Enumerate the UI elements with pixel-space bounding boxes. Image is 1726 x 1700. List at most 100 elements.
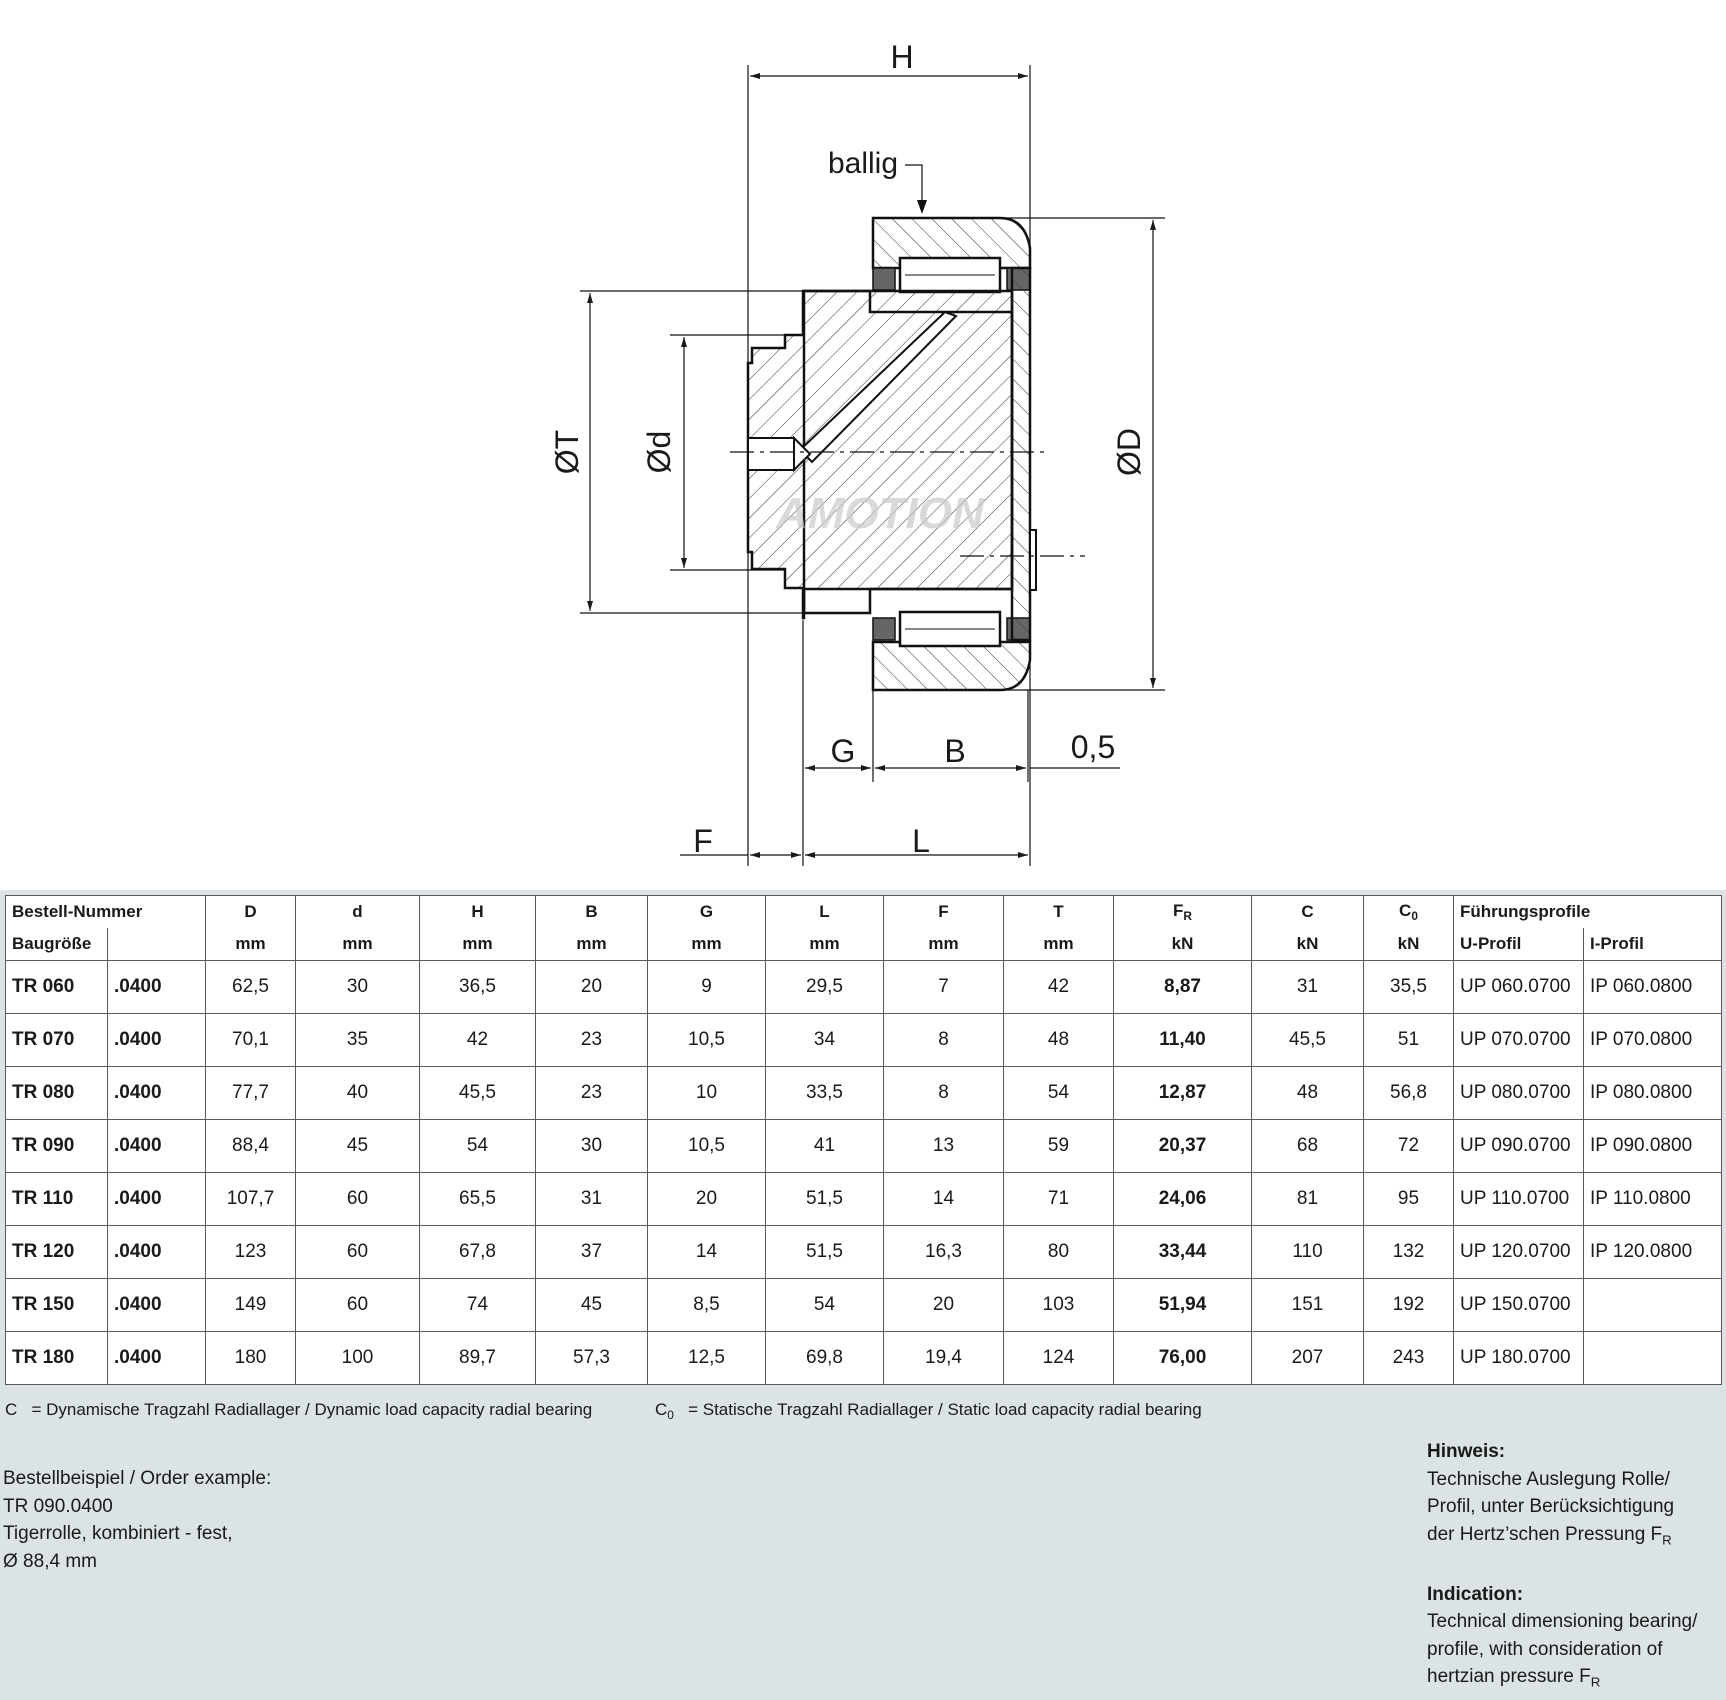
- cell-d: 60: [295, 1278, 420, 1332]
- cell-L: 34: [765, 1013, 884, 1067]
- order-line: Ø 88,4 mm: [3, 1550, 97, 1572]
- cell-FR: 12,87: [1113, 1066, 1252, 1120]
- header-blank: [107, 928, 206, 961]
- cell-G: 10: [647, 1066, 766, 1120]
- cell-H: 74: [419, 1278, 536, 1332]
- unit-B: mm: [535, 928, 648, 961]
- cell-F: 16,3: [883, 1225, 1004, 1279]
- cell-T: 124: [1003, 1331, 1114, 1385]
- cell-F: 19,4: [883, 1331, 1004, 1385]
- unit-D: mm: [205, 928, 296, 961]
- unit-C: kN: [1251, 928, 1364, 961]
- cell-G: 14: [647, 1225, 766, 1279]
- cell-G: 10,5: [647, 1119, 766, 1173]
- cell-C0: 243: [1363, 1331, 1454, 1385]
- cell-C: 45,5: [1251, 1013, 1364, 1067]
- cell-T: 48: [1003, 1013, 1114, 1067]
- cell-code: TR 150: [5, 1278, 108, 1332]
- header-G: G: [647, 895, 766, 928]
- cell-i-profil: [1582, 1331, 1723, 1385]
- cell-L: 51,5: [765, 1225, 884, 1279]
- header-i-profil: I-Profil: [1582, 928, 1723, 961]
- cell-suffix: .0400: [107, 1119, 206, 1173]
- cell-suffix: .0400: [107, 1331, 206, 1385]
- cell-D: 180: [205, 1331, 296, 1385]
- cell-B: 45: [535, 1278, 648, 1332]
- cell-FR: 24,06: [1113, 1172, 1252, 1226]
- cell-u-profil: UP 060.0700: [1453, 960, 1584, 1014]
- unit-C0: kN: [1363, 928, 1454, 961]
- table-header-row-1: Bestell-Nummer D d H B G L F T FR C C0 F…: [5, 895, 1723, 928]
- cell-code: TR 120: [5, 1225, 108, 1279]
- cell-suffix: .0400: [107, 1172, 206, 1226]
- unit-d: mm: [295, 928, 420, 961]
- cell-T: 54: [1003, 1066, 1114, 1120]
- cell-T: 42: [1003, 960, 1114, 1014]
- header-C0-sub: 0: [1411, 909, 1418, 924]
- cell-i-profil: IP 110.0800: [1582, 1172, 1723, 1226]
- cell-FR: 76,00: [1113, 1331, 1252, 1385]
- watermark: AMOTION: [775, 489, 985, 538]
- cell-d: 40: [295, 1066, 420, 1120]
- cell-F: 8: [883, 1013, 1004, 1067]
- cell-B: 37: [535, 1225, 648, 1279]
- cell-H: 65,5: [419, 1172, 536, 1226]
- order-line: Tigerrolle, kombiniert - fest,: [3, 1523, 233, 1544]
- cell-d: 45: [295, 1119, 420, 1173]
- header-fuehrungsprofile: Führungsprofile: [1452, 895, 1723, 928]
- order-example: Bestellbeispiel / Order example: TR 090.…: [3, 1465, 271, 1575]
- note-line-en: profile, with consideration of: [1427, 1638, 1663, 1660]
- legend-c0-text: = Statische Tragzahl Radiallager / Stati…: [688, 1400, 1202, 1419]
- cell-L: 33,5: [765, 1066, 884, 1120]
- cell-D: 123: [205, 1225, 296, 1279]
- legend-c0-sub: 0: [667, 1408, 674, 1423]
- note-line-de: Profil, unter Berücksichtigung: [1427, 1496, 1675, 1517]
- cell-G: 10,5: [647, 1013, 766, 1067]
- order-line: TR 090.0400: [3, 1495, 113, 1517]
- cell-i-profil: IP 070.0800: [1582, 1013, 1723, 1067]
- cell-FR: 11,40: [1113, 1013, 1252, 1067]
- note-line-en-text: hertzian pressure F: [1427, 1666, 1591, 1688]
- cell-F: 13: [883, 1119, 1004, 1173]
- cell-T: 59: [1003, 1119, 1114, 1173]
- cell-i-profil: IP 060.0800: [1582, 960, 1723, 1014]
- cell-i-profil: IP 080.0800: [1582, 1066, 1723, 1120]
- cell-u-profil: UP 120.0700: [1453, 1225, 1584, 1279]
- header-L: L: [765, 895, 884, 928]
- cell-i-profil: IP 120.0800: [1582, 1225, 1723, 1279]
- cell-C: 110: [1251, 1225, 1364, 1279]
- lubrication-bore: [798, 310, 958, 464]
- cell-suffix: .0400: [107, 960, 206, 1014]
- cell-G: 9: [647, 960, 766, 1014]
- seal-upper-left: [872, 267, 896, 291]
- outer-ring-lower: [871, 640, 1032, 692]
- dim-label-T: ØT: [549, 430, 585, 474]
- header-baugroesse: Baugröße: [5, 928, 108, 961]
- cell-C0: 56,8: [1363, 1066, 1454, 1120]
- cell-D: 62,5: [205, 960, 296, 1014]
- unit-G: mm: [647, 928, 766, 961]
- legend-c0: C0 = Statische Tragzahl Radiallager / St…: [655, 1400, 1202, 1422]
- note-title-en: Indication:: [1427, 1583, 1524, 1605]
- cell-u-profil: UP 110.0700: [1453, 1172, 1584, 1226]
- header-FR-main: F: [1173, 900, 1184, 920]
- header-B: B: [535, 895, 648, 928]
- cell-code: TR 180: [5, 1331, 108, 1385]
- cell-C0: 72: [1363, 1119, 1454, 1173]
- cell-u-profil: UP 080.0700: [1453, 1066, 1584, 1120]
- dim-label-F: F: [693, 823, 713, 859]
- cell-i-profil: IP 090.0800: [1582, 1119, 1723, 1173]
- dim-label-D: ØD: [1111, 428, 1147, 476]
- cell-C: 207: [1251, 1331, 1364, 1385]
- cell-C0: 192: [1363, 1278, 1454, 1332]
- header-T: T: [1003, 895, 1114, 928]
- specification-panel: Bestell-Nummer D d H B G L F T FR C C0 F…: [0, 890, 1726, 1700]
- cell-D: 88,4: [205, 1119, 296, 1173]
- seal-lower-left: [872, 617, 896, 641]
- inner-ring: [1010, 266, 1032, 642]
- cell-suffix: .0400: [107, 1278, 206, 1332]
- cell-u-profil: UP 070.0700: [1453, 1013, 1584, 1067]
- cell-F: 7: [883, 960, 1004, 1014]
